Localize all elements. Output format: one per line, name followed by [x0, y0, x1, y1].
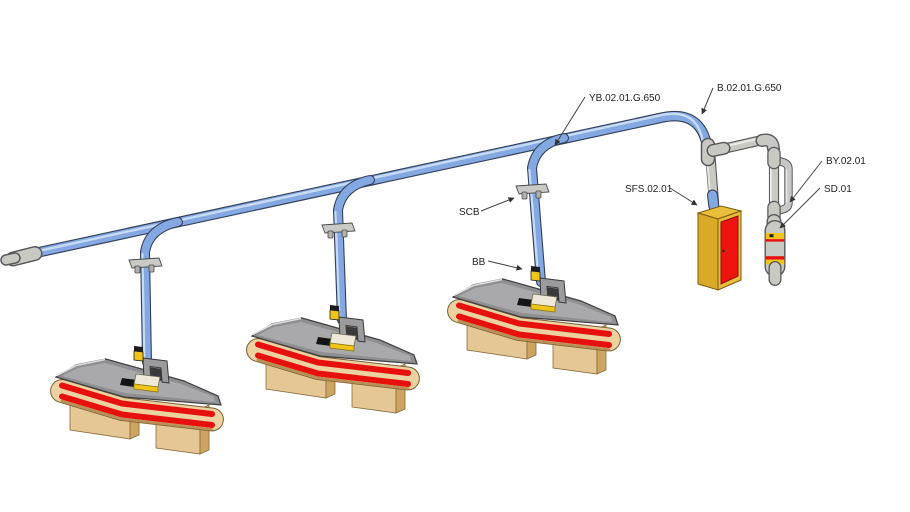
sd-ring-red-bottom: [765, 256, 785, 260]
leader-bb: [487, 260, 523, 271]
checkout-counter-1: [56, 346, 221, 454]
sd-ring-red-top: [765, 239, 785, 242]
cabinet-door: [720, 215, 739, 285]
leader-b: [701, 87, 714, 115]
leader-sfs: [669, 187, 698, 206]
cabinet-door-handle: [722, 249, 725, 253]
leader-by: [789, 160, 823, 203]
bypass-core: [770, 157, 792, 214]
checkout-counter-2: [252, 305, 417, 413]
silencer-sd-01: [764, 214, 786, 286]
label-bb: BB: [472, 257, 486, 268]
label-b: B.02.01.G.650: [717, 83, 782, 94]
branch1-highlight: [141, 252, 146, 362]
cabinet-left-face: [697, 212, 719, 291]
branch-pipe-2: [333, 175, 375, 325]
annotation-labels: YB.02.01.G.650 B.02.01.G.650 SCB BB SFS.…: [459, 83, 866, 268]
branch1-core: [141, 218, 182, 366]
annotation-leaders: [480, 87, 823, 271]
sd-band-yellow-top: [765, 233, 785, 240]
station-sfs-02-01: [696, 205, 743, 291]
sd-marking: [769, 234, 774, 238]
label-by: BY.02.01: [826, 156, 866, 167]
checkout-counter-3: [453, 266, 618, 374]
branch-pipe-1: [140, 217, 183, 367]
elbow-left: [707, 143, 730, 156]
pipe-end-cap: [0, 246, 43, 267]
label-sd: SD.01: [824, 184, 852, 195]
label-scb: SCB: [459, 207, 480, 218]
leader-yb: [554, 96, 586, 146]
label-yb: YB.02.01.G.650: [589, 93, 661, 104]
leader-scb: [480, 197, 515, 212]
label-sfs: SFS.02.01: [625, 184, 673, 195]
diverter-pipe-assembly: [700, 133, 793, 286]
branch-pipe-3: [527, 133, 569, 287]
main-pipe-highlight: [30, 112, 705, 254]
branch2-core: [334, 176, 374, 324]
leader-sd: [779, 187, 821, 229]
cabinet-sleeve: [708, 190, 719, 211]
end-cap: [1, 253, 20, 265]
